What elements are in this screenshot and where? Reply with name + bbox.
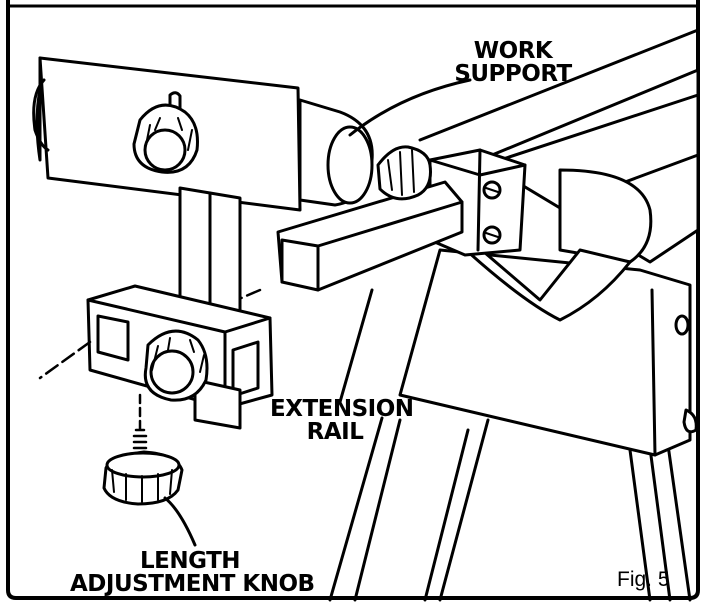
stand-plate	[398, 248, 692, 457]
rail-clamp-face	[428, 148, 527, 252]
figure-number: Fig. 5	[617, 568, 670, 591]
figure-frame	[6, 0, 700, 600]
extension-rail-label-line1: EXTENSION	[270, 396, 414, 422]
main-rail-top	[418, 28, 700, 142]
rear-knob	[376, 145, 432, 201]
main-rail-line	[498, 93, 700, 162]
work-support-label: WORK SUPPORT	[448, 40, 578, 86]
leader-work-support	[348, 78, 472, 137]
work-support-tube-end	[326, 125, 374, 205]
length-knob-label-line1: LENGTH	[139, 548, 241, 574]
extension-rail-label: EXTENSION RAIL	[270, 396, 414, 445]
work-support-plate-back	[35, 56, 42, 162]
clamp-screw-slot	[485, 187, 499, 238]
length-knob-top	[105, 451, 181, 479]
work-support-slot	[168, 91, 182, 120]
top-knob-face	[143, 128, 187, 172]
work-support-plate-left-curve	[32, 78, 50, 152]
post-bottom	[193, 378, 242, 430]
bracket-knob-face	[149, 349, 195, 395]
plate-hole	[674, 314, 690, 336]
stand-gusset	[453, 238, 632, 322]
bracket-knob-ridges	[151, 337, 205, 373]
stand-plate-edge	[650, 288, 657, 457]
work-support-label-line1: WORK	[473, 38, 553, 64]
bracket-side-slot	[231, 340, 260, 398]
top-knob-ridges	[144, 117, 193, 151]
bracket-center-dashed	[38, 340, 92, 380]
length-knob-ridges	[111, 469, 173, 503]
lower-bracket-opening	[96, 314, 130, 362]
work-support-label-line2: SUPPORT	[454, 61, 572, 87]
stand-legs	[328, 416, 692, 602]
leader-extension-rail	[338, 288, 374, 404]
extension-rail-label-line2: RAIL	[306, 419, 364, 445]
leader-length-knob	[163, 496, 197, 547]
plate-bolt	[682, 408, 698, 434]
length-knob-label-line2: ADJUSTMENT KNOB	[70, 571, 315, 597]
extension-rail-edge	[280, 200, 464, 292]
length-knob-label: LENGTH ADJUSTMENT KNOB	[70, 548, 315, 597]
rear-knob-ridges	[387, 149, 415, 196]
main-rail-end	[558, 168, 653, 264]
knob-screw	[132, 428, 148, 472]
